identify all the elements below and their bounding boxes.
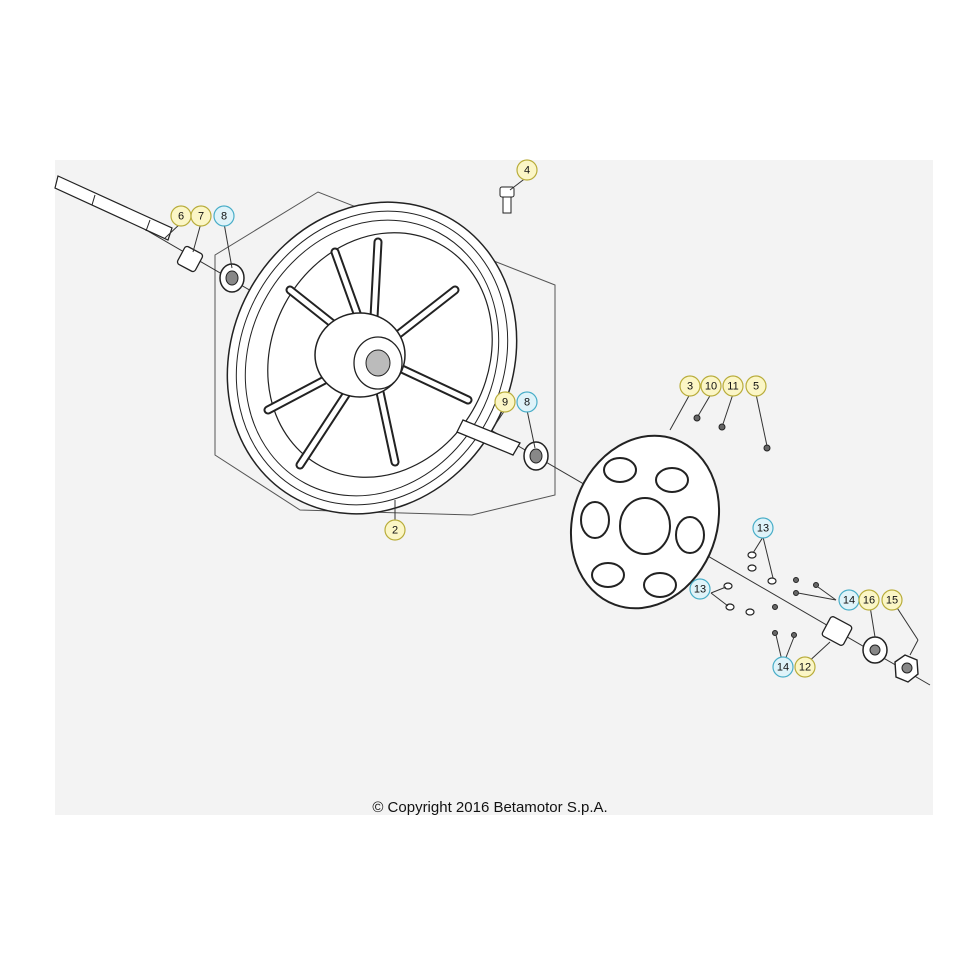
callout-8: 8	[516, 391, 538, 413]
bearing-8-left	[219, 263, 245, 293]
callout-6: 6	[170, 205, 192, 227]
copyright-notice: © Copyright 2016 Betamotor S.p.A.	[372, 799, 608, 816]
bearing-8-right	[523, 441, 549, 471]
callout-number: 3	[687, 381, 693, 393]
callout-number: 14	[843, 595, 855, 607]
washer-16	[862, 636, 888, 664]
callout-number: 14	[777, 662, 789, 674]
callout-circle	[516, 159, 538, 181]
callout-4: 4	[516, 159, 538, 181]
brake-disc	[569, 434, 721, 610]
callout-14: 14	[772, 656, 794, 678]
callout-14: 14	[838, 589, 860, 611]
callout-number: 13	[694, 584, 706, 596]
callout-circle	[679, 375, 701, 397]
callout-5: 5	[745, 375, 767, 397]
callout-circle	[700, 375, 722, 397]
callout-number: 7	[198, 211, 204, 223]
callout-number: 15	[886, 595, 898, 607]
callout-number: 2	[392, 525, 398, 537]
callout-number: 10	[705, 381, 717, 393]
callout-circle	[516, 391, 538, 413]
callout-3: 3	[679, 375, 701, 397]
callout-circle	[794, 656, 816, 678]
callout-circle	[494, 391, 516, 413]
callout-number: 9	[502, 397, 508, 409]
callout-circle	[881, 589, 903, 611]
callout-number: 8	[524, 397, 530, 409]
callout-number: 5	[753, 381, 759, 393]
callout-circle	[213, 205, 235, 227]
callout-12: 12	[794, 656, 816, 678]
callout-15: 15	[881, 589, 903, 611]
valve-4	[499, 186, 515, 214]
callout-circle	[689, 578, 711, 600]
callout-number: 16	[863, 595, 875, 607]
screws-14	[772, 577, 819, 638]
callout-circle	[752, 517, 774, 539]
callout-number: 8	[221, 211, 227, 223]
spacer-7	[176, 245, 204, 273]
callout-9: 9	[494, 391, 516, 413]
callout-2: 2	[384, 519, 406, 541]
disc-bolts-5	[693, 414, 771, 452]
leader-lines	[164, 176, 919, 666]
callouts: 4 6 7 8 9 8 2 3 10 11 5 13 13 14 16 15 14 12	[170, 159, 903, 678]
spacer-12	[821, 616, 853, 646]
callout-8: 8	[213, 205, 235, 227]
axle	[54, 175, 173, 241]
washers-13	[723, 551, 777, 616]
nut-15	[894, 654, 919, 683]
callout-number: 6	[178, 211, 184, 223]
spacer-9	[456, 419, 521, 456]
callout-circle	[772, 656, 794, 678]
callout-11: 11	[722, 375, 744, 397]
wheel	[226, 201, 518, 515]
callout-circle	[384, 519, 406, 541]
callout-circle	[722, 375, 744, 397]
callout-10: 10	[700, 375, 722, 397]
callout-13: 13	[752, 517, 774, 539]
callout-number: 4	[524, 165, 530, 177]
callout-circle	[858, 589, 880, 611]
callout-number: 12	[799, 662, 811, 674]
callout-7: 7	[190, 205, 212, 227]
callout-number: 13	[757, 523, 769, 535]
callout-16: 16	[858, 589, 880, 611]
callout-circle	[190, 205, 212, 227]
callout-13: 13	[689, 578, 711, 600]
callout-circle	[745, 375, 767, 397]
callout-number: 11	[727, 381, 738, 393]
